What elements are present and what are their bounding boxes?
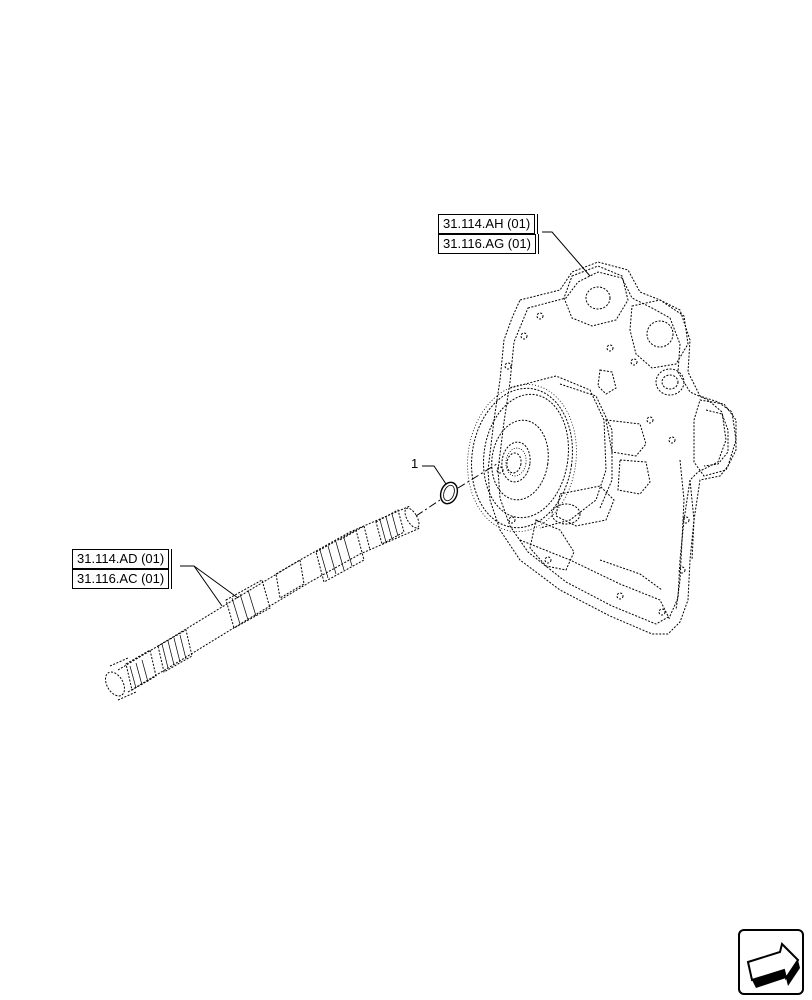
- input-shaft: [105, 505, 421, 701]
- shaft-ref-label-1[interactable]: 31.114.AD (01): [72, 549, 173, 569]
- navigation-button[interactable]: [738, 929, 804, 995]
- callout-item-1: 1: [411, 456, 419, 471]
- callout-leader: [422, 465, 447, 485]
- transmission-housing: [471, 261, 737, 635]
- o-ring: [439, 481, 459, 505]
- assembly-centerline: [415, 461, 501, 517]
- housing-ref-label-1[interactable]: 31.114.AH (01): [438, 214, 539, 234]
- shaft-spline-hatch: [129, 513, 399, 689]
- shaft-ref-label-2[interactable]: 31.116.AC (01): [72, 569, 173, 589]
- ring-gear-teeth: [467, 383, 577, 533]
- shaft-ref-leader: [180, 565, 239, 607]
- housing-ref-label-2[interactable]: 31.116.AG (01): [438, 234, 539, 254]
- housing-ref-leader: [542, 231, 591, 277]
